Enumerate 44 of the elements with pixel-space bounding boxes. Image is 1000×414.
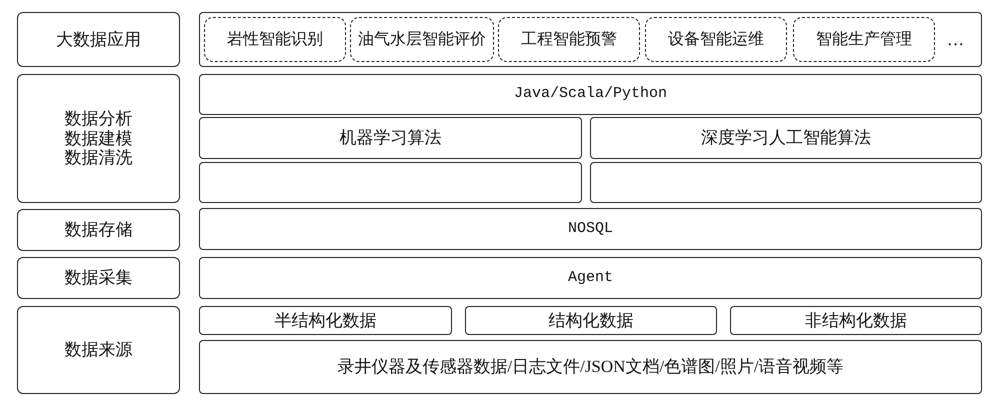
layer-box — [199, 74, 982, 115]
application-box — [793, 17, 935, 62]
layer-label-box — [17, 257, 180, 299]
layer-text: 半结构化数据 — [274, 310, 376, 332]
layer-box — [590, 117, 982, 159]
layer-label: 数据存储 — [64, 220, 132, 240]
application-label: 设备智能运维 — [668, 30, 764, 50]
layer-text: 录井仪器及传感器数据/日志文件/JSON文档/色谱图/照片/语音视频等 — [337, 356, 844, 378]
layer-box — [199, 306, 452, 335]
application-label: 油气水层智能评价 — [358, 30, 486, 50]
layer-label: 数据分析 — [64, 109, 132, 129]
layer-label-box — [17, 12, 180, 67]
layer-box — [199, 208, 982, 250]
application-label: 工程智能预警 — [521, 30, 617, 50]
layer-text: Agent — [568, 268, 613, 288]
layer-text: NOSQL — [568, 220, 613, 238]
layer-label: 数据采集 — [64, 268, 132, 288]
layer-label: 数据建模 — [64, 128, 132, 148]
layer-box — [199, 340, 982, 394]
layer-text: 结构化数据 — [548, 310, 634, 332]
application-box — [645, 17, 787, 62]
layer-label: 大数据应用 — [56, 30, 141, 50]
application-panel — [199, 12, 982, 67]
layer-box — [465, 306, 717, 335]
layer-label: 数据来源 — [64, 340, 132, 360]
application-label: 岩性智能识别 — [227, 30, 323, 50]
application-box — [350, 17, 494, 62]
layer-box — [199, 162, 582, 203]
layer-text: Java/Scala/Python — [514, 85, 668, 104]
application-box — [498, 17, 640, 62]
layer-label-box — [17, 74, 180, 203]
layer-box — [730, 306, 982, 335]
ellipsis-text: … — [947, 28, 964, 50]
layer-text: 深度学习人工智能算法 — [701, 127, 871, 149]
layer-label: 数据清洗 — [64, 148, 132, 168]
layer-text: 机器学习算法 — [340, 127, 442, 149]
layer-label-box — [17, 306, 180, 394]
layer-label-box — [17, 209, 180, 251]
layer-box — [199, 257, 982, 299]
application-box — [204, 17, 346, 62]
layer-box — [199, 117, 582, 159]
application-label: 智能生产管理 — [816, 30, 912, 50]
layer-box — [590, 162, 982, 203]
layer-text: 非结构化数据 — [805, 310, 907, 332]
